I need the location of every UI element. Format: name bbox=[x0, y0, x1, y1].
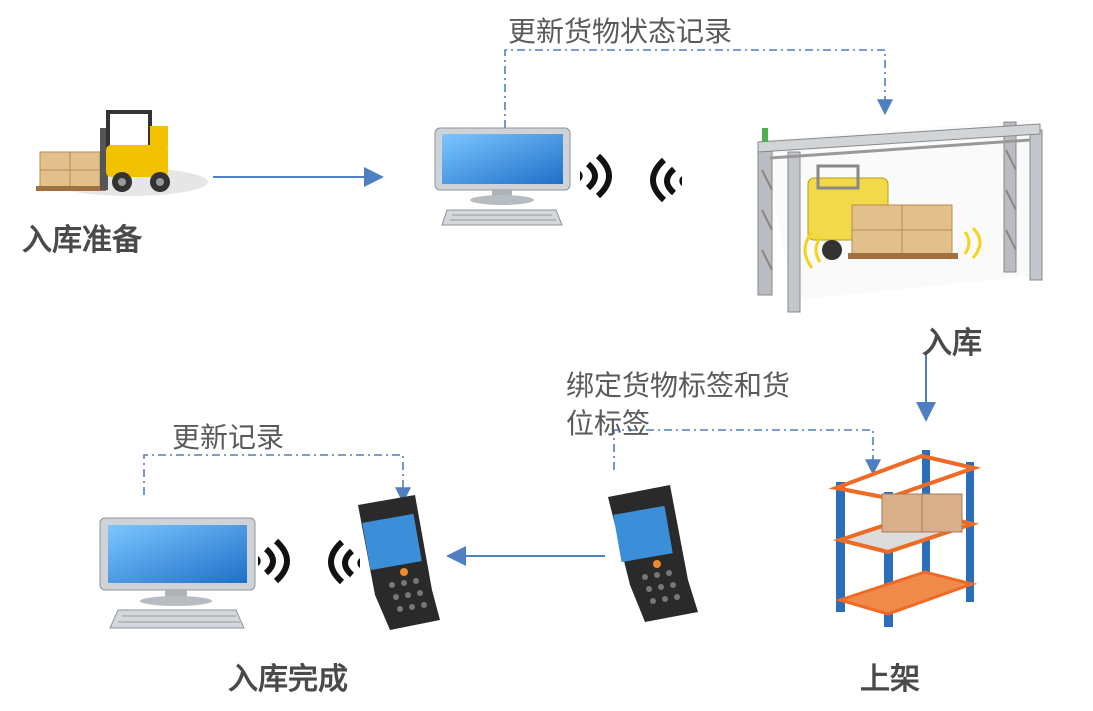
connector-update-status bbox=[504, 49, 893, 128]
connector-update-record bbox=[143, 454, 411, 504]
wireless-signal-icon bbox=[580, 153, 612, 199]
step-prepare-label: 入库准备 bbox=[22, 223, 142, 258]
connector-bind-tags bbox=[613, 429, 881, 476]
desktop-computer-icon bbox=[99, 517, 256, 629]
note-update-record: 更新记录 bbox=[172, 421, 285, 454]
step-shelving-label: 上架 bbox=[860, 662, 920, 697]
desktop-computer-icon bbox=[434, 127, 571, 226]
storage-rack-icon bbox=[828, 450, 982, 627]
note-bind-line2: 位标签 bbox=[566, 407, 651, 440]
handheld-terminal-icon bbox=[608, 485, 698, 622]
wireless-signal-icon bbox=[258, 538, 290, 584]
note-update-status: 更新货物状态记录 bbox=[508, 15, 733, 48]
handheld-terminal-icon bbox=[358, 495, 440, 630]
note-bind-line1: 绑定货物标签和货 bbox=[566, 369, 791, 402]
step-complete-label: 入库完成 bbox=[228, 662, 348, 697]
rfid-gate-icon bbox=[757, 120, 1043, 313]
step-inbound-label: 入库 bbox=[922, 326, 982, 361]
wireless-signal-icon bbox=[650, 157, 682, 203]
forklift-icon bbox=[36, 110, 208, 196]
wireless-signal-icon bbox=[328, 539, 360, 585]
